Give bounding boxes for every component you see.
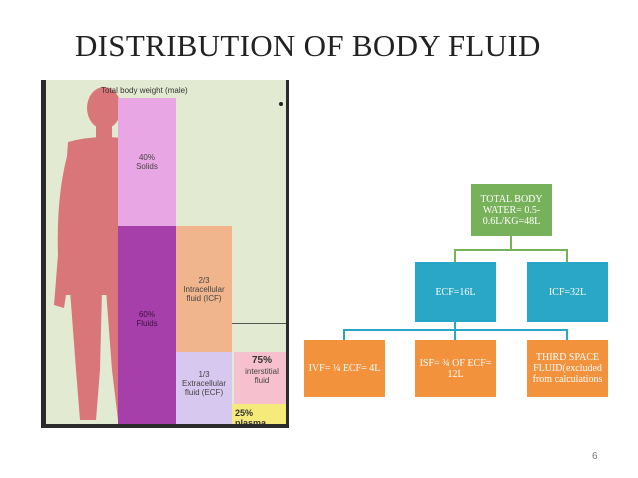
fluids-label: Fluids bbox=[136, 319, 158, 328]
interstitial-pct: 75% bbox=[251, 355, 272, 366]
node-ivf: IVF= ¼ ECF= 4L bbox=[304, 340, 385, 397]
solids-block bbox=[118, 98, 176, 226]
ecf-label-line2: fluid (ECF) bbox=[184, 388, 224, 397]
page-number: 6 bbox=[592, 451, 598, 462]
ecf-block bbox=[176, 352, 232, 424]
node-total-body-water: TOTAL BODY WATER= 0.5-0.6L/KG=48L bbox=[471, 184, 552, 236]
icf-edge-line bbox=[232, 323, 286, 324]
node-ecf: ECF=16L bbox=[415, 262, 496, 322]
body-fluid-figure: Total body weight (male) 40% Solids 60% … bbox=[41, 80, 289, 428]
icf-block bbox=[176, 226, 232, 352]
bullet-dot bbox=[279, 102, 283, 106]
interstitial-block bbox=[234, 352, 286, 404]
solids-pct: 40% bbox=[138, 153, 155, 162]
solids-label: Solids bbox=[136, 162, 158, 171]
ecf-label-line1: Extracellular bbox=[181, 379, 226, 388]
node-icf: ICF=32L bbox=[527, 262, 608, 322]
icf-fraction: 2/3 bbox=[198, 276, 210, 285]
plasma-label: 25% plasma bbox=[235, 408, 267, 428]
slide-title: DISTRIBUTION OF BODY FLUID bbox=[75, 28, 541, 63]
fluids-block bbox=[118, 226, 176, 424]
icf-label-line2: fluid (ICF) bbox=[186, 294, 222, 303]
node-isf: ISF= ¾ OF ECF= 12L bbox=[415, 340, 496, 397]
node-third-space: THIRD SPACE FLUID(excluded from calculat… bbox=[527, 340, 608, 397]
ecf-fraction: 1/3 bbox=[198, 370, 210, 379]
interstitial-label-line1: interstitial bbox=[245, 367, 279, 376]
plasma-block bbox=[232, 404, 286, 424]
fluids-pct: 60% bbox=[138, 310, 155, 319]
icf-label-line1: Intracellular bbox=[183, 285, 225, 294]
interstitial-label-line2: fluid bbox=[254, 376, 270, 385]
figure-caption: Total body weight (male) bbox=[101, 86, 188, 95]
